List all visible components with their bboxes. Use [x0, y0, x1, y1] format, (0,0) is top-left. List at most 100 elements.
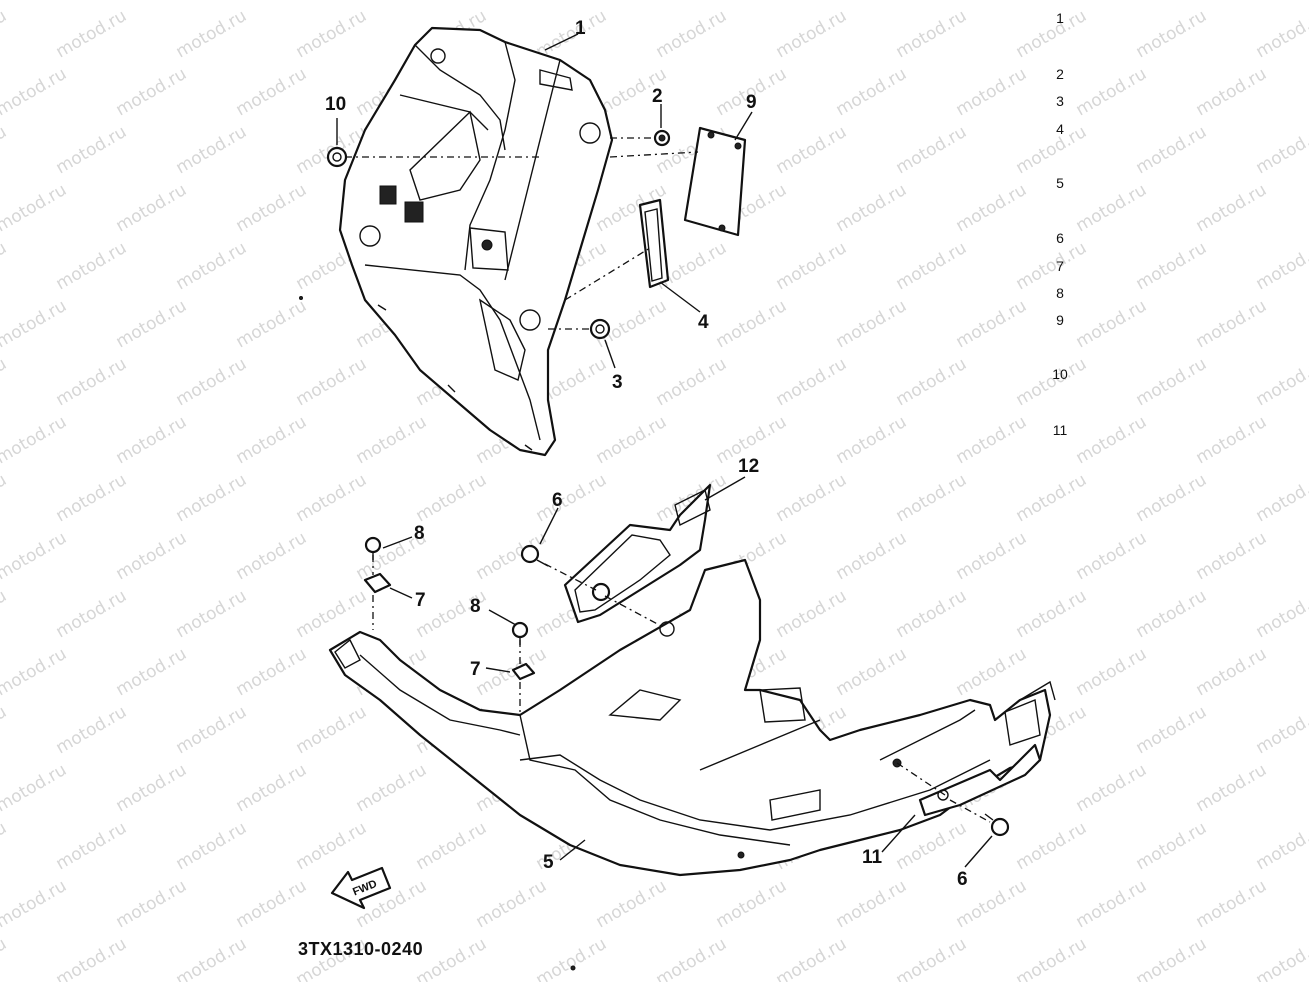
- watermark-text: motod.ru: [1253, 702, 1309, 758]
- watermark-text: motod.ru: [173, 586, 251, 642]
- index-item-5: 5: [1056, 175, 1064, 191]
- callout-11: 11: [862, 847, 883, 868]
- callout-7a: 7: [415, 590, 426, 611]
- watermark-text: motod.ru: [833, 296, 911, 352]
- watermark-text: motod.ru: [953, 64, 1031, 120]
- watermark-text: motod.ru: [1133, 6, 1211, 62]
- callout-9: 9: [746, 92, 757, 113]
- watermark-text: motod.ru: [0, 702, 10, 758]
- footrest-part: [328, 558, 1056, 877]
- watermark-text: motod.ru: [653, 6, 731, 62]
- callouts: 1 2 3 4 5 6 6 7 7 8 8 9 10 11 12: [325, 18, 968, 890]
- watermark-text: motod.ru: [113, 760, 191, 816]
- watermark-text: motod.ru: [893, 354, 971, 410]
- watermark-text: motod.ru: [1013, 354, 1091, 410]
- watermark-text: motod.ru: [713, 0, 791, 4]
- watermark-text: motod.ru: [833, 64, 911, 120]
- watermark-text: motod.ru: [233, 528, 311, 584]
- watermark-text: motod.ru: [293, 354, 371, 410]
- watermark-text: motod.ru: [173, 238, 251, 294]
- watermark-text: motod.ru: [293, 470, 371, 526]
- watermark-text: motod.ru: [0, 412, 70, 468]
- watermark-text: motod.ru: [53, 586, 131, 642]
- callout-5: 5: [543, 852, 554, 873]
- watermark-text: motod.ru: [773, 586, 851, 642]
- watermark-text: motod.ru: [413, 818, 491, 874]
- callout-2: 2: [652, 86, 663, 107]
- watermark-text: motod.ru: [0, 528, 70, 584]
- watermark-text: motod.ru: [713, 296, 791, 352]
- watermark-text: motod.ru: [1253, 934, 1309, 982]
- watermark-text: motod.ru: [1193, 180, 1271, 236]
- watermark-text: motod.ru: [593, 876, 671, 932]
- watermark-text: motod.ru: [773, 934, 851, 982]
- watermark-text: motod.ru: [53, 702, 131, 758]
- nut-part-10: [326, 146, 348, 168]
- bracket-part-11: [918, 743, 1042, 817]
- watermark-text: motod.ru: [0, 934, 10, 982]
- callout-4: 4: [698, 312, 709, 333]
- watermark-text: motod.ru: [413, 470, 491, 526]
- diagram-code: 3TX1310-0240: [298, 939, 423, 959]
- index-item-6: 6: [1056, 230, 1064, 246]
- watermark-text: motod.ru: [0, 586, 10, 642]
- watermark-text: motod.ru: [773, 238, 851, 294]
- forward-arrow-icon: FWD: [330, 866, 392, 910]
- watermark-text: motod.ru: [893, 470, 971, 526]
- index-item-11: 11: [1052, 422, 1068, 438]
- watermark-text: motod.ru: [773, 470, 851, 526]
- index-item-10: 10: [1052, 366, 1068, 382]
- watermark-text: motod.ru: [53, 238, 131, 294]
- watermark-text: motod.ru: [53, 122, 131, 178]
- watermark-text: motod.ru: [413, 934, 491, 982]
- watermark-text: motod.ru: [1013, 586, 1091, 642]
- watermark-text: motod.ru: [0, 760, 70, 816]
- watermark-text: motod.ru: [1073, 412, 1151, 468]
- watermark-text: motod.ru: [1193, 64, 1271, 120]
- watermark-text: motod.ru: [653, 354, 731, 410]
- lid-part-9: [683, 126, 747, 237]
- watermark-text: motod.ru: [473, 0, 551, 4]
- watermark-text: motod.ru: [713, 876, 791, 932]
- watermark-text: motod.ru: [1013, 818, 1091, 874]
- index-item-3: 3: [1056, 93, 1064, 109]
- watermark-text: motod.ru: [1193, 0, 1271, 4]
- watermark-text: motod.ru: [113, 644, 191, 700]
- bolt-part-6b: [984, 813, 1010, 837]
- watermark-text: motod.ru: [1193, 296, 1271, 352]
- watermark-text: motod.ru: [1133, 934, 1211, 982]
- watermark-text: motod.ru: [1253, 238, 1309, 294]
- watermark-text: motod.ru: [893, 122, 971, 178]
- watermark-text: motod.ru: [0, 0, 70, 4]
- watermark-text: motod.ru: [893, 934, 971, 982]
- watermark-text: motod.ru: [1073, 528, 1151, 584]
- watermark-text: motod.ru: [1133, 586, 1211, 642]
- index-item-9: 9: [1056, 312, 1064, 328]
- watermark-text: motod.ru: [1193, 528, 1271, 584]
- watermark-text: motod.ru: [0, 6, 10, 62]
- watermark-text: motod.ru: [893, 586, 971, 642]
- watermark-text: motod.ru: [1253, 122, 1309, 178]
- grommet-part-3: [589, 318, 611, 340]
- watermark-text: motod.ru: [113, 0, 191, 4]
- watermark-text: motod.ru: [1253, 470, 1309, 526]
- watermark-text: motod.ru: [113, 412, 191, 468]
- watermark-text: motod.ru: [173, 818, 251, 874]
- watermark-text: motod.ru: [0, 122, 10, 178]
- watermark-text: motod.ru: [233, 180, 311, 236]
- assembly-lines-upper: [345, 137, 699, 330]
- watermark-text: motod.ru: [1193, 760, 1271, 816]
- watermark-text: motod.ru: [893, 6, 971, 62]
- watermark-text: motod.ru: [53, 934, 131, 982]
- watermark-text: motod.ru: [353, 412, 431, 468]
- watermark-text: motod.ru: [0, 238, 10, 294]
- clip-part-7b: [511, 662, 536, 681]
- watermark-text: motod.ru: [53, 354, 131, 410]
- watermark-text: motod.ru: [0, 296, 70, 352]
- watermark-text: motod.ru: [53, 6, 131, 62]
- watermark-text: motod.ru: [233, 296, 311, 352]
- watermark-text: motod.ru: [0, 64, 70, 120]
- watermark-text: motod.ru: [1133, 122, 1211, 178]
- watermark-text: motod.ru: [1133, 818, 1211, 874]
